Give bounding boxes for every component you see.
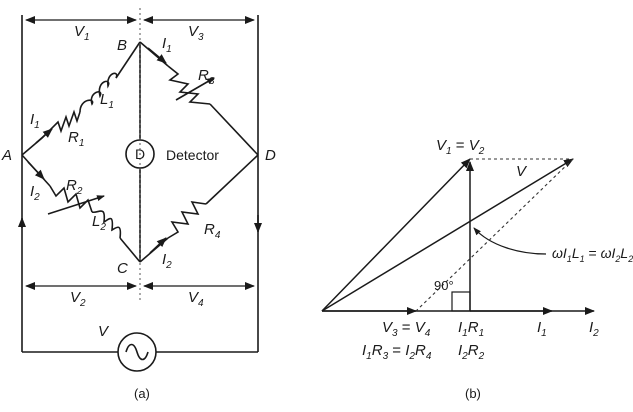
label-i1-right: I1	[162, 35, 172, 55]
label-i1r1: I1R1	[458, 319, 484, 339]
detector-symbol: D	[135, 146, 145, 162]
current-arrow-i1-left	[35, 128, 53, 144]
current-arrow-i2-left	[27, 161, 45, 180]
label-i2r2: I2R2	[458, 342, 485, 362]
inductor-l1	[79, 72, 118, 113]
phasor-v	[321, 158, 574, 312]
phasor-diagram	[321, 158, 595, 315]
label-r4: R4	[204, 221, 221, 241]
label-r2: R2	[66, 177, 83, 197]
label-r3: R3	[198, 67, 215, 87]
ac-source-circle	[117, 332, 157, 372]
label-i2-left: I2	[30, 183, 40, 203]
label-i2-right: I2	[162, 251, 172, 271]
resistor-r3	[167, 65, 211, 105]
label-v1: V1	[74, 23, 90, 43]
node-label-d: D	[265, 147, 276, 164]
resistor-r4	[167, 200, 207, 239]
node-label-c: C	[117, 260, 128, 277]
label-i1r3-eq-i2r4: I1R3 = I2R4	[362, 342, 432, 362]
arm-cd-wire-2	[205, 154, 259, 205]
current-arrow-i2-right	[149, 237, 167, 254]
label-l2: L2	[92, 213, 106, 233]
label-i2-axis: I2	[589, 319, 599, 339]
label-omega-equation: ωI1L1 = ωI2L2	[552, 245, 633, 264]
label-90-degrees: 90°	[434, 278, 454, 293]
node-label-b: B	[117, 37, 127, 54]
label-v: V	[516, 163, 528, 180]
caption-a: (a)	[134, 386, 150, 401]
arm-ab-wire-2	[115, 41, 141, 79]
phasor-dashed-lines	[415, 158, 574, 312]
detector-label: Detector	[166, 147, 219, 163]
label-v2: V2	[70, 289, 86, 309]
dashed-diagonal	[415, 158, 574, 312]
label-r1: R1	[68, 129, 84, 149]
label-v3-eq-v4: V3 = V4	[382, 319, 431, 339]
source-label: V	[98, 323, 110, 340]
omega-leader-arrow	[473, 227, 547, 255]
r3-variable-arrow	[175, 77, 215, 101]
label-v3: V3	[188, 23, 204, 43]
arm-ac-wire-2	[119, 237, 141, 263]
voltage-dimension-arrows	[25, 16, 255, 290]
right-angle-marker	[451, 291, 471, 312]
label-v1-eq-v2: V1 = V2	[436, 137, 485, 157]
current-arrow-i1-right	[147, 47, 167, 64]
resistor-r1	[41, 109, 81, 139]
node-label-a: A	[1, 147, 12, 164]
caption-b: (b)	[465, 386, 481, 401]
label-v4: V4	[188, 289, 204, 309]
label-l1: L1	[100, 91, 114, 111]
arm-bd-wire-2	[209, 103, 259, 156]
r2-variable-arrow	[47, 195, 105, 215]
label-i1-axis: I1	[537, 319, 547, 339]
inductor-l2	[91, 210, 122, 239]
phasor-v1-v2	[321, 158, 471, 312]
label-i1-left: I1	[30, 111, 40, 131]
ac-source-wave	[125, 343, 149, 361]
